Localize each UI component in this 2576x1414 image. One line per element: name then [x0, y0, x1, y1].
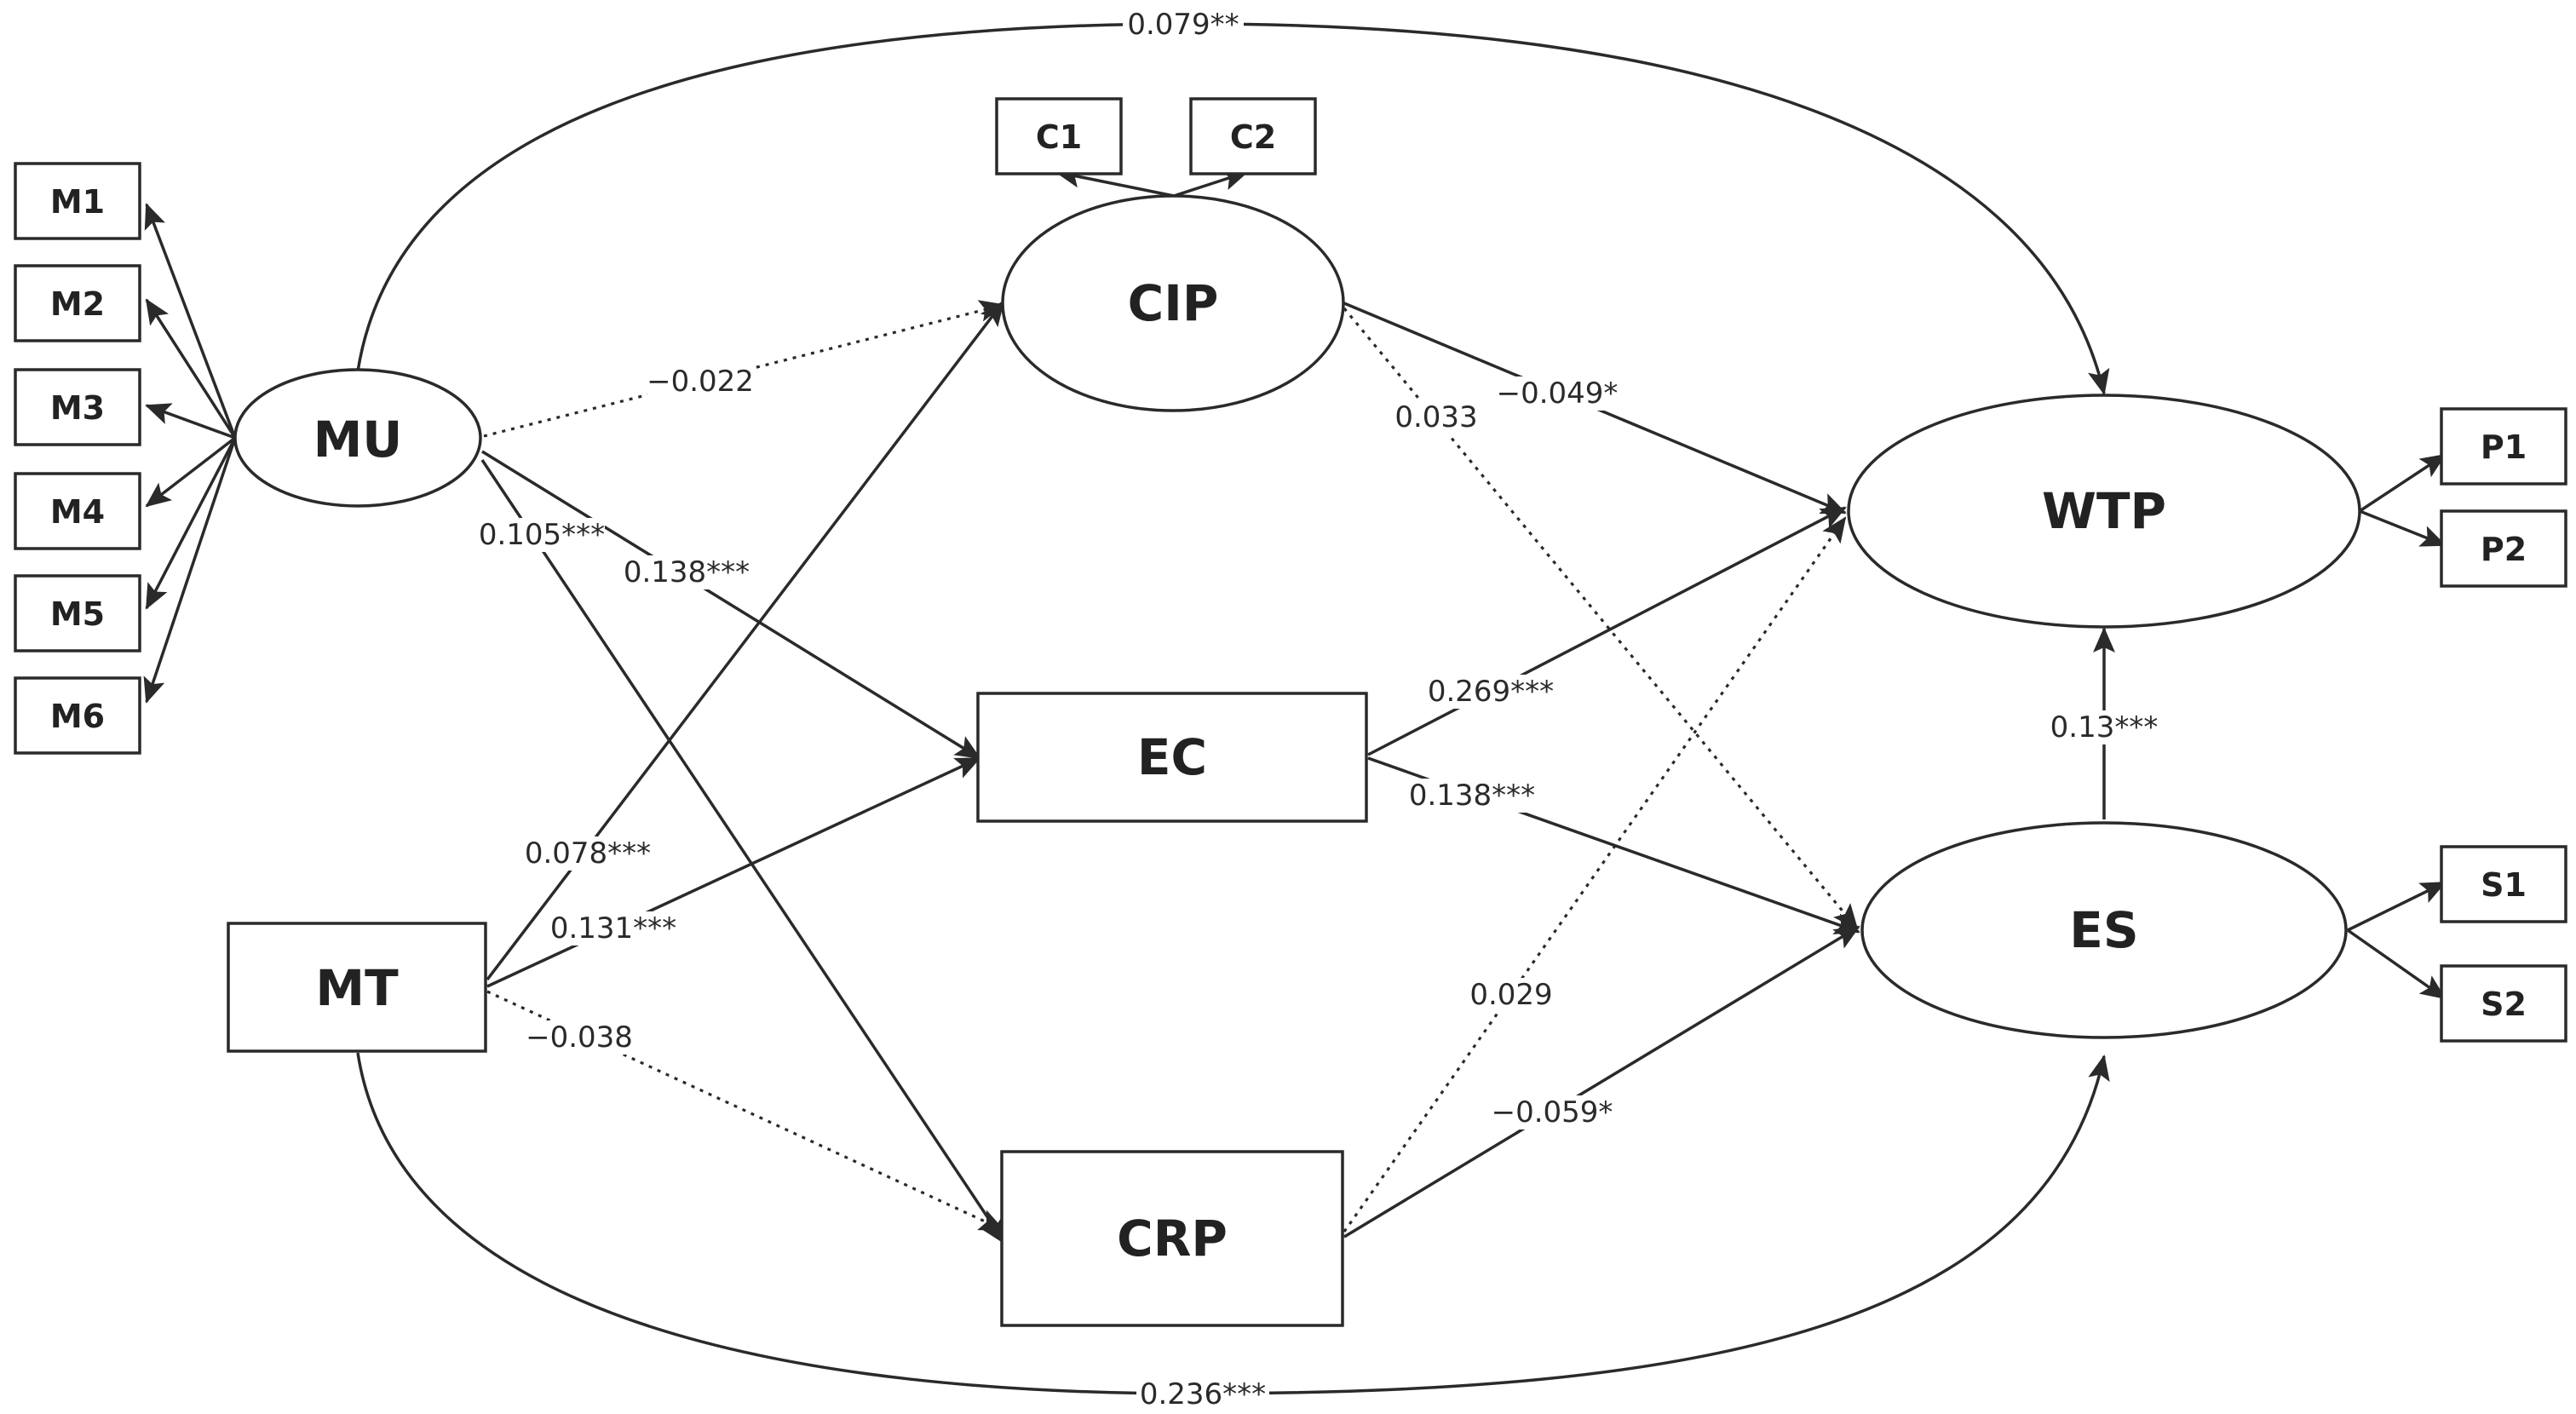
coef-mu-cip: −0.022	[647, 365, 755, 399]
svg-text:0.079**: 0.079**	[1127, 8, 1239, 42]
indicator-p1: P1	[2440, 407, 2567, 486]
nodes-layer: MU MT CIP EC CRP WTP ES	[14, 97, 2567, 1327]
indicator-c1: C1	[995, 97, 1123, 175]
path-mu-m3	[145, 403, 236, 440]
svg-text:M1: M1	[50, 183, 105, 221]
svg-text:0.105***: 0.105***	[479, 518, 605, 552]
node-ec-label: EC	[1137, 728, 1207, 786]
path-mu-m1	[144, 203, 237, 439]
svg-text:0.236***: 0.236***	[1140, 1377, 1266, 1411]
svg-text:M5: M5	[50, 595, 105, 633]
svg-text:0.131***: 0.131***	[550, 911, 676, 946]
indicator-s2: S2	[2440, 964, 2567, 1043]
coef-layer: 0.079** −0.022 0.105*** 0.138*** 0.078**…	[479, 8, 2160, 1411]
node-mt: MT	[227, 922, 487, 1053]
svg-text:−0.049*: −0.049*	[1497, 376, 1619, 411]
coef-cip-wtp: −0.049*	[1497, 376, 1619, 411]
svg-text:−0.059*: −0.059*	[1492, 1095, 1613, 1129]
svg-text:−0.038: −0.038	[526, 1020, 633, 1055]
path-wtp-p2	[2359, 509, 2447, 547]
svg-text:C1: C1	[1036, 118, 1082, 156]
svg-text:0.033: 0.033	[1394, 400, 1477, 434]
svg-text:M3: M3	[50, 389, 105, 427]
indicator-m1: M1	[14, 162, 141, 240]
indicator-m2: M2	[14, 264, 141, 342]
indicator-m3: M3	[14, 368, 141, 446]
path-mu-crp	[480, 459, 1007, 1245]
coef-mt-cip: 0.078***	[525, 836, 653, 871]
path-mt-cip	[486, 300, 1005, 981]
coef-crp-es: −0.059*	[1492, 1095, 1613, 1129]
path-cip-c1	[1055, 165, 1175, 198]
node-mu-label: MU	[313, 411, 403, 468]
coef-ec-es: 0.138***	[1407, 779, 1537, 813]
coef-mu-crp: 0.105***	[479, 518, 605, 552]
node-mu: MU	[233, 368, 482, 508]
svg-text:M2: M2	[50, 285, 105, 323]
path-mt-ec	[486, 756, 981, 988]
svg-text:0.138***: 0.138***	[1409, 779, 1535, 813]
coef-mt-ec: 0.131***	[549, 911, 678, 946]
node-es-label: ES	[2069, 901, 2138, 959]
coef-cip-es: 0.033	[1392, 400, 1481, 434]
path-es-s2	[2346, 928, 2447, 1000]
node-cip: CIP	[1001, 194, 1345, 412]
path-wtp-p1	[2359, 453, 2447, 513]
coef-crp-wtp: 0.029	[1467, 978, 1555, 1012]
coef-mu-wtp: 0.079**	[1123, 8, 1244, 42]
node-crp-label: CRP	[1117, 1210, 1228, 1267]
path-mu-m6	[143, 437, 237, 704]
path-cip-c2	[1173, 169, 1249, 198]
svg-text:P1: P1	[2481, 428, 2527, 466]
node-cip-label: CIP	[1128, 274, 1219, 332]
node-wtp: WTP	[1847, 394, 2361, 629]
svg-text:0.269***: 0.269***	[1428, 675, 1554, 709]
indicator-c2: C2	[1189, 97, 1317, 175]
indicator-m4: M4	[14, 472, 141, 550]
coef-es-wtp: 0.13***	[2050, 710, 2160, 744]
coef-mt-crp: −0.038	[525, 1020, 634, 1055]
path-es-s1	[2347, 881, 2447, 932]
indicator-m6: M6	[14, 676, 141, 755]
paths-layer	[143, 22, 2447, 1395]
svg-text:0.078***: 0.078***	[525, 836, 651, 871]
svg-text:P2: P2	[2481, 531, 2527, 568]
path-mu-ec	[481, 450, 981, 760]
indicator-m5: M5	[14, 574, 141, 652]
indicator-p2: P2	[2440, 509, 2567, 588]
path-mu-m5	[145, 437, 237, 610]
path-crp-es	[1343, 925, 1860, 1239]
svg-text:0.138***: 0.138***	[624, 555, 750, 589]
node-es: ES	[1860, 821, 2348, 1039]
svg-text:0.13***: 0.13***	[2050, 710, 2159, 744]
svg-text:C2: C2	[1230, 118, 1276, 156]
path-mu-m4	[145, 436, 237, 508]
node-crp: CRP	[1000, 1150, 1344, 1327]
svg-text:S2: S2	[2481, 986, 2527, 1023]
svg-text:M6: M6	[50, 698, 105, 735]
path-ec-wtp	[1367, 506, 1847, 756]
svg-text:−0.022: −0.022	[647, 365, 754, 399]
svg-text:S1: S1	[2481, 866, 2527, 904]
node-mt-label: MT	[315, 959, 399, 1017]
svg-text:0.029: 0.029	[1469, 978, 1552, 1012]
coef-mt-es: 0.236***	[1136, 1377, 1269, 1411]
path-mu-m2	[145, 298, 237, 439]
node-ec: EC	[976, 692, 1368, 823]
coef-mu-ec: 0.138***	[622, 555, 751, 589]
node-wtp-label: WTP	[2042, 482, 2166, 540]
coef-ec-wtp: 0.269***	[1428, 675, 1555, 709]
indicator-s1: S1	[2440, 845, 2567, 923]
svg-text:M4: M4	[50, 493, 105, 531]
